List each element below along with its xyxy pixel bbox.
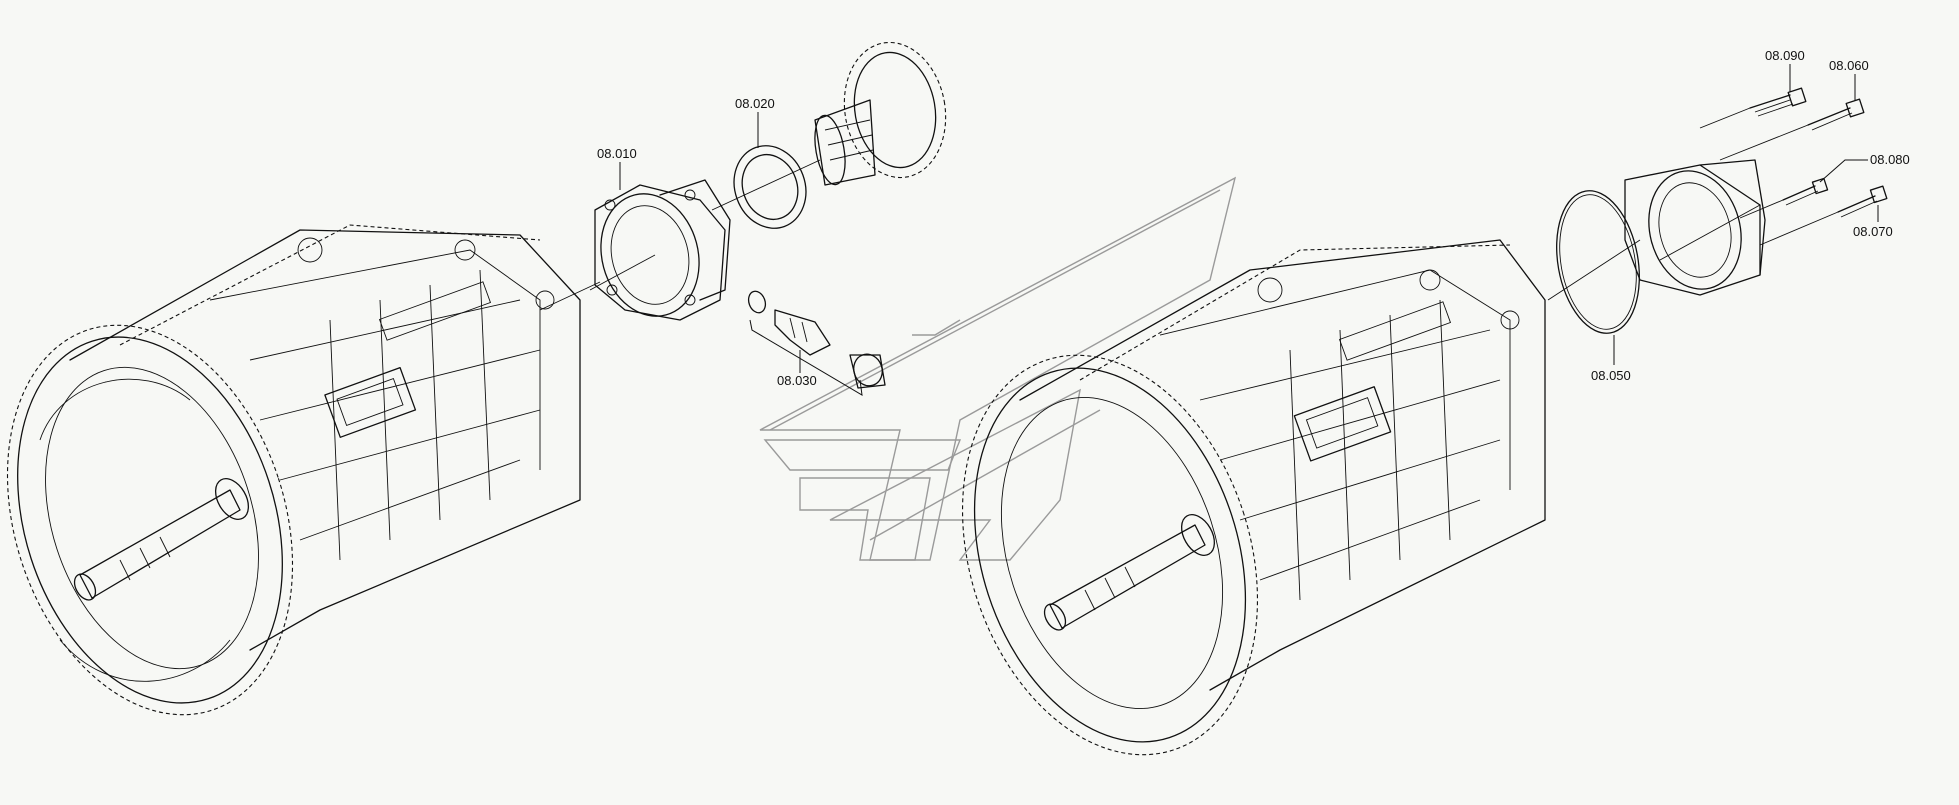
- seal-ring-08020: [711, 145, 821, 229]
- callout-08090[interactable]: 08.090: [1765, 48, 1805, 92]
- callout-08060[interactable]: 08.060: [1829, 58, 1869, 100]
- callout-label: 08.060: [1829, 58, 1869, 73]
- callout-label: 08.070: [1853, 224, 1893, 239]
- o-ring-08050: [1547, 190, 1641, 334]
- callout-08050[interactable]: 08.050: [1591, 335, 1631, 383]
- callout-08080[interactable]: 08.080: [1819, 152, 1910, 183]
- callout-08020[interactable]: 08.020: [735, 96, 775, 148]
- watermark-logo: [759, 176, 1237, 561]
- callout-leader: [1819, 159, 1868, 183]
- gearbox-right: [962, 239, 1546, 756]
- cover-part: [1624, 159, 1766, 296]
- callout-08030[interactable]: 08.030: [777, 350, 817, 388]
- callout-label: 08.080: [1870, 152, 1910, 167]
- gearbox-left: [6, 224, 581, 716]
- callout-08010[interactable]: 08.010: [597, 146, 637, 190]
- callout-label: 08.050: [1591, 368, 1631, 383]
- callout-08070[interactable]: 08.070: [1853, 205, 1893, 239]
- callout-label: 08.010: [597, 146, 637, 161]
- flange-part: [814, 41, 947, 186]
- callout-label: 08.020: [735, 96, 775, 111]
- bolts-group: [1699, 87, 1888, 246]
- sensor-08030: [747, 290, 886, 396]
- housing-part-08010: [539, 179, 731, 321]
- callout-label: 08.090: [1765, 48, 1805, 63]
- callout-label: 08.030: [777, 373, 817, 388]
